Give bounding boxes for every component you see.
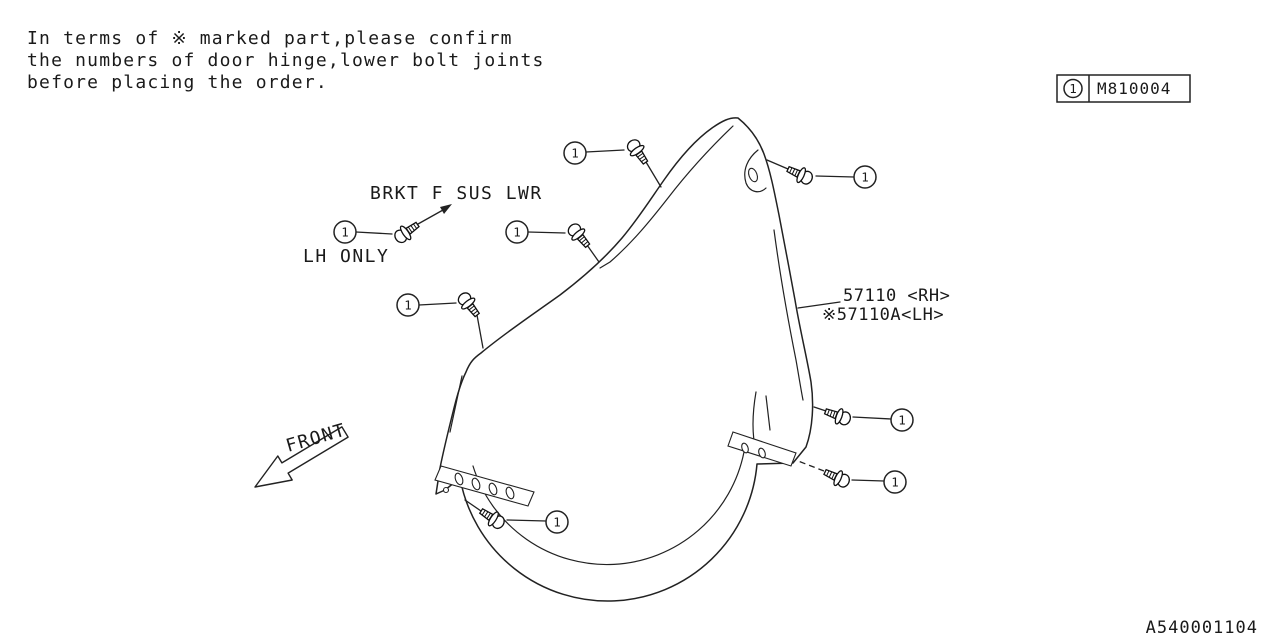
callout-right-low: 1 xyxy=(883,470,907,494)
bracket-arrow-line xyxy=(417,209,444,225)
bolt-icon xyxy=(623,135,653,168)
svg-text:1: 1 xyxy=(898,413,906,428)
svg-text:1: 1 xyxy=(553,515,561,530)
flange-slot-3 xyxy=(488,482,498,496)
part-number-lh: ※57110A<LH> xyxy=(822,305,944,325)
fender-body xyxy=(434,117,814,602)
front-direction: FRONT xyxy=(254,420,349,488)
bolt-icon xyxy=(454,288,485,321)
legend-box: 1 M810004 xyxy=(1056,74,1191,103)
wheel-arch-lip xyxy=(472,451,745,566)
front-arrow xyxy=(254,426,349,488)
front-edge-line xyxy=(449,375,463,433)
callout-top: 1 xyxy=(563,141,587,165)
bracket-arrowhead xyxy=(440,204,452,214)
bolt-icon xyxy=(784,161,816,188)
callout-top-right: 1 xyxy=(853,165,877,189)
callout-lh-only: 1 xyxy=(333,220,357,244)
legend-callout-circle xyxy=(1063,78,1083,99)
bolt-icon xyxy=(390,217,423,247)
svg-text:1: 1 xyxy=(861,170,869,185)
callout-left: 1 xyxy=(396,293,420,317)
bolt-icon xyxy=(564,219,595,252)
flange-slot-4 xyxy=(505,486,515,500)
diagram-id: A540001104 xyxy=(1146,618,1258,638)
flange-slot-1 xyxy=(454,472,464,486)
bolt-icon xyxy=(821,464,853,491)
svg-text:1: 1 xyxy=(404,298,412,313)
note-line-3: before placing the order. xyxy=(27,72,328,93)
bracket-label: BRKT F SUS LWR xyxy=(370,183,543,204)
bracket-hole-2 xyxy=(758,447,766,459)
flange-slot-2 xyxy=(471,477,481,491)
svg-text:1: 1 xyxy=(513,225,521,240)
bolt-icon xyxy=(822,403,854,429)
door-edge-line xyxy=(773,229,804,401)
legend-callout-number: 1 xyxy=(1069,81,1077,96)
fender-outline xyxy=(435,117,814,602)
legend-part-number: M810004 xyxy=(1097,79,1171,98)
svg-text:1: 1 xyxy=(341,225,349,240)
svg-text:1: 1 xyxy=(571,146,579,161)
flange-hole xyxy=(442,486,450,494)
part-number-rh: 57110 <RH> xyxy=(843,286,950,306)
leader-lines xyxy=(355,149,892,522)
cowl-detail-line xyxy=(744,149,767,193)
note-line-2: the numbers of door hinge,lower bolt joi… xyxy=(27,50,545,71)
callout-bottom: 1 xyxy=(545,510,569,534)
note-line-1: In terms of ※ marked part,please confirm xyxy=(27,28,513,49)
lh-only-label: LH ONLY xyxy=(303,246,389,267)
windshield-flange-line xyxy=(599,125,734,269)
callout-right-mid: 1 xyxy=(890,408,914,432)
cowl-bolt-hole xyxy=(747,167,759,183)
callout-middle: 1 xyxy=(505,220,529,244)
svg-text:1: 1 xyxy=(891,475,899,490)
bracket-hole-1 xyxy=(741,442,749,454)
